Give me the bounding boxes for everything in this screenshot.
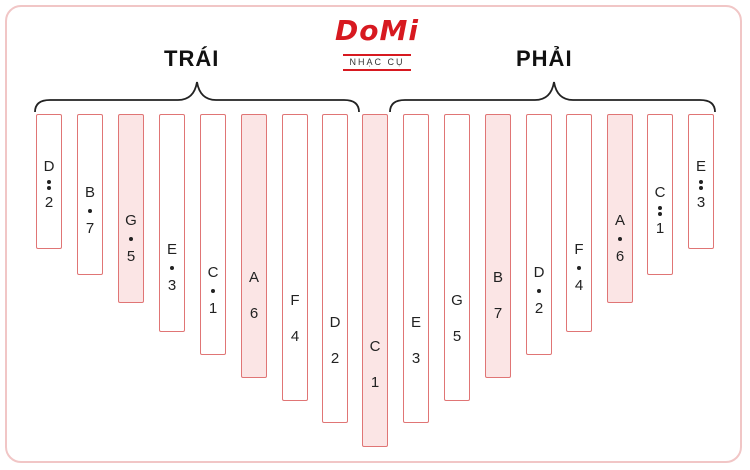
octave-dot bbox=[169, 266, 174, 270]
key-note: E bbox=[166, 241, 177, 258]
diagram-frame bbox=[5, 5, 742, 463]
brand-subtitle: NHẠC CỤ bbox=[343, 54, 411, 71]
key-number: 2 bbox=[44, 194, 54, 211]
octave-dot bbox=[211, 289, 215, 293]
octave-dot bbox=[47, 186, 51, 190]
key-number: 2 bbox=[534, 300, 544, 317]
left-brace bbox=[34, 81, 360, 113]
key-note: G bbox=[125, 212, 137, 229]
octave-dots bbox=[658, 202, 662, 220]
key-note: A bbox=[248, 269, 259, 286]
octave-dots bbox=[698, 176, 703, 194]
key-number: 4 bbox=[290, 328, 300, 345]
key-note: C bbox=[207, 264, 219, 281]
octave-dot bbox=[128, 237, 133, 241]
brand-wordmark: DoMi bbox=[335, 14, 419, 47]
right-side-label: PHẢI bbox=[516, 46, 573, 71]
octave-dots bbox=[169, 259, 174, 277]
octave-dot bbox=[658, 212, 662, 216]
left-side-label: TRÁI bbox=[164, 46, 220, 71]
key-number: 3 bbox=[411, 350, 421, 367]
brand-logo: DoMi NHẠC CỤ bbox=[322, 14, 432, 80]
octave-dot bbox=[87, 209, 92, 213]
octave-dots bbox=[87, 202, 92, 220]
key-number: 6 bbox=[249, 305, 259, 322]
octave-dots bbox=[617, 230, 622, 248]
key-note: C bbox=[654, 184, 666, 201]
key-note: C bbox=[369, 338, 381, 355]
key-note: F bbox=[574, 241, 584, 258]
octave-dot bbox=[698, 186, 703, 190]
key-number: 5 bbox=[126, 248, 136, 265]
octave-dot bbox=[698, 180, 703, 184]
octave-dots bbox=[537, 282, 541, 300]
key-note: E bbox=[410, 314, 421, 331]
octave-dots bbox=[47, 176, 51, 194]
octave-dot bbox=[617, 237, 622, 241]
key-number: 2 bbox=[330, 350, 340, 367]
key-note: F bbox=[290, 292, 300, 309]
octave-dots bbox=[128, 230, 133, 248]
key-note: D bbox=[329, 314, 341, 331]
octave-dots bbox=[211, 282, 215, 300]
key-note: B bbox=[492, 269, 503, 286]
key-note: D bbox=[533, 264, 545, 281]
right-brace bbox=[389, 81, 716, 113]
key-number: 1 bbox=[655, 220, 665, 237]
key-number: 5 bbox=[452, 328, 462, 345]
octave-dot bbox=[576, 266, 581, 270]
octave-dots bbox=[576, 259, 581, 277]
octave-dot bbox=[658, 206, 662, 210]
key-note: B bbox=[84, 184, 95, 201]
key-number: 4 bbox=[574, 277, 584, 294]
octave-dot bbox=[47, 180, 51, 184]
key-number: 1 bbox=[208, 300, 218, 317]
key-number: 3 bbox=[696, 194, 706, 211]
octave-dot bbox=[537, 289, 541, 293]
key-note: G bbox=[451, 292, 463, 309]
key-note: D bbox=[43, 158, 55, 175]
key-number: 3 bbox=[167, 277, 177, 294]
key-note: A bbox=[614, 212, 625, 229]
key-note: E bbox=[695, 158, 706, 175]
key-number: 7 bbox=[85, 220, 95, 237]
key-number: 7 bbox=[493, 305, 503, 322]
key-number: 6 bbox=[615, 248, 625, 265]
key-number: 1 bbox=[370, 374, 380, 391]
